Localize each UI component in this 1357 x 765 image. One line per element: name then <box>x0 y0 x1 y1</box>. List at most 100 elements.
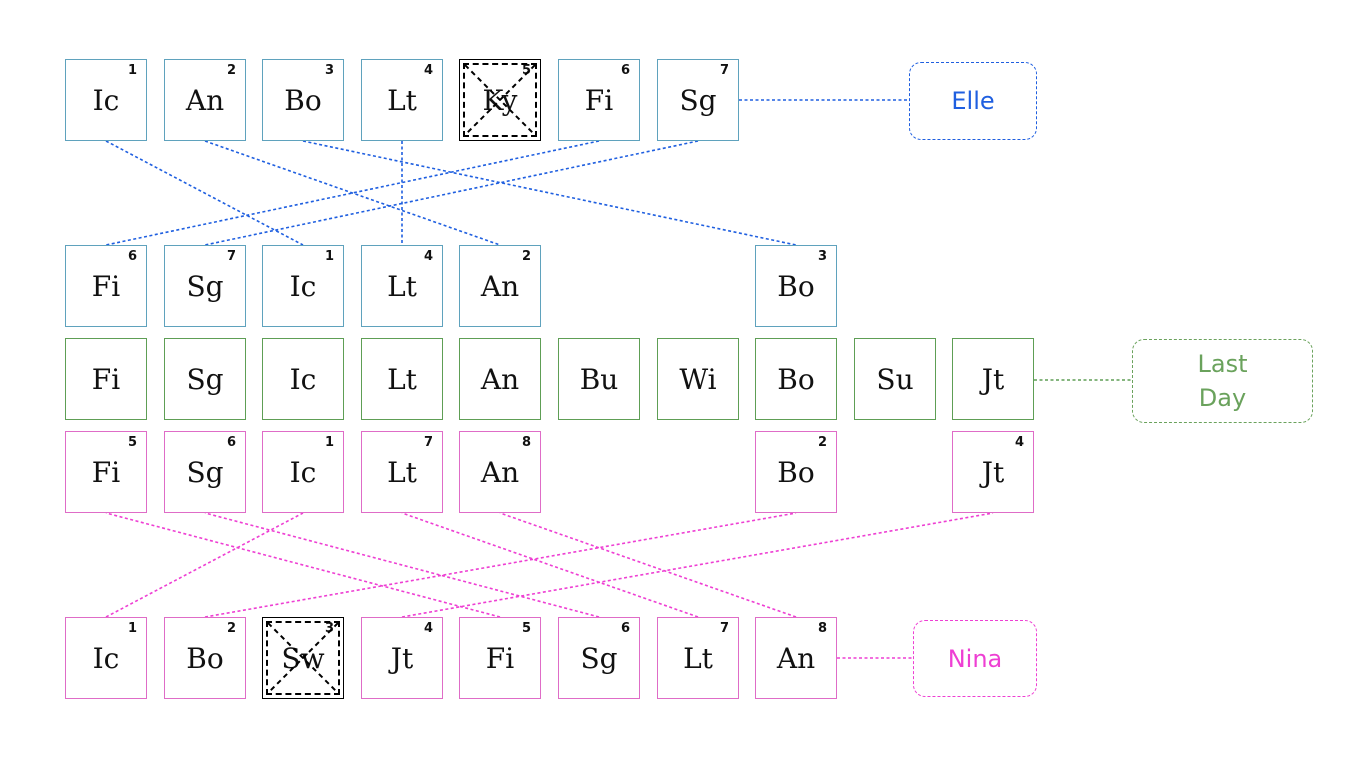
box-label: Fi <box>91 362 121 396</box>
box-label: An <box>480 362 520 396</box>
rank-number: 3 <box>817 249 827 264</box>
box-label: Fi <box>91 455 121 489</box>
nina-ranking-box-ic: Ic 1 <box>65 617 147 699</box>
rank-number: 3 <box>324 621 334 636</box>
rank-number: 6 <box>127 249 137 264</box>
box-label: Ic <box>289 455 317 489</box>
nina-mapped-box-lt: Lt 7 <box>361 431 443 513</box>
elle-mapped-box-ic: Ic 1 <box>262 245 344 327</box>
rank-number: 6 <box>620 621 630 636</box>
legend-nina: Nina <box>913 620 1037 697</box>
box-label: Jt <box>981 362 1005 396</box>
legend-nina-label: Nina <box>947 644 1003 673</box>
box-label: Ic <box>92 83 120 117</box>
connector-line-lt <box>401 512 699 618</box>
connector-line-jt <box>401 512 994 618</box>
nina-ranking-box-jt: Jt 4 <box>361 617 443 699</box>
rank-number: 5 <box>521 621 531 636</box>
rank-number: 5 <box>127 435 137 450</box>
nina-mapped-box-ic: Ic 1 <box>262 431 344 513</box>
legend-elle: Elle <box>909 62 1037 140</box>
rank-number: 4 <box>1014 435 1024 450</box>
connector-line-fi <box>105 512 501 618</box>
last-day-box-su: Su <box>854 338 936 420</box>
box-label: An <box>776 641 816 675</box>
rank-number: 1 <box>127 621 137 636</box>
connector-line-bo <box>204 512 797 618</box>
box-label: Bo <box>186 641 224 675</box>
rank-number: 7 <box>719 63 729 78</box>
rank-number: 5 <box>521 63 531 78</box>
box-label: Bo <box>777 362 815 396</box>
eliminated-cross-icon <box>266 621 340 695</box>
rank-number: 3 <box>324 63 334 78</box>
box-label: Sg <box>580 641 618 675</box>
box-label: An <box>185 83 225 117</box>
box-label: Lt <box>387 269 417 303</box>
box-label: Lt <box>387 83 417 117</box>
connector-line-an <box>499 512 797 618</box>
connector-line-ic <box>105 512 304 618</box>
box-label: An <box>480 455 520 489</box>
rank-number: 8 <box>521 435 531 450</box>
eliminated-cross-icon <box>463 63 537 137</box>
connector-line-fi <box>105 140 600 246</box>
last-day-box-ic: Ic <box>262 338 344 420</box>
box-label: Sg <box>186 269 224 303</box>
box-label: Fi <box>485 641 515 675</box>
box-label: Lt <box>387 455 417 489</box>
box-label: Bu <box>579 362 619 396</box>
rank-number: 2 <box>521 249 531 264</box>
elle-ranking-box-ky: Ky5 <box>459 59 541 141</box>
box-label: Sg <box>186 362 224 396</box>
rank-number: 4 <box>423 249 433 264</box>
box-label: Sg <box>679 83 717 117</box>
last-day-box-lt: Lt <box>361 338 443 420</box>
box-label: Jt <box>390 641 414 675</box>
box-label: Su <box>876 362 914 396</box>
rank-number: 4 <box>423 621 433 636</box>
rank-number: 6 <box>620 63 630 78</box>
box-label: Sg <box>186 455 224 489</box>
last-day-box-bo: Bo <box>755 338 837 420</box>
rank-number: 1 <box>324 249 334 264</box>
box-label: Ic <box>289 269 317 303</box>
rank-number: 7 <box>423 435 433 450</box>
rank-number: 6 <box>226 435 236 450</box>
box-label: Bo <box>777 455 815 489</box>
box-label: Lt <box>387 362 417 396</box>
last-day-box-an: An <box>459 338 541 420</box>
rank-number: 2 <box>817 435 827 450</box>
box-label: Bo <box>777 269 815 303</box>
box-label: Ic <box>92 641 120 675</box>
rank-number: 2 <box>226 621 236 636</box>
last-day-box-jt: Jt <box>952 338 1034 420</box>
last-day-box-fi: Fi <box>65 338 147 420</box>
elle-mapped-box-fi: Fi 6 <box>65 245 147 327</box>
rank-number: 4 <box>423 63 433 78</box>
box-label: Lt <box>683 641 713 675</box>
nina-mapped-box-fi: Fi 5 <box>65 431 147 513</box>
nina-ranking-box-fi: Fi 5 <box>459 617 541 699</box>
elle-mapped-box-lt: Lt 4 <box>361 245 443 327</box>
box-label: Wi <box>679 362 717 396</box>
rank-number: 1 <box>324 435 334 450</box>
last-day-box-sg: Sg <box>164 338 246 420</box>
box-label: Fi <box>91 269 121 303</box>
connector-line-ic <box>105 140 304 246</box>
connector-line-sg <box>204 140 699 246</box>
legend-last-day-label: Last Day <box>1197 350 1248 412</box>
